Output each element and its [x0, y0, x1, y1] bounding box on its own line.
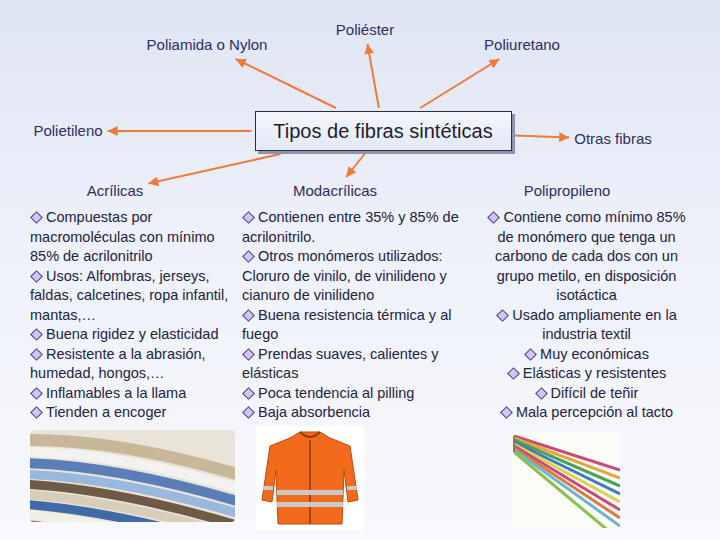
- bullet-mark: [535, 387, 548, 400]
- bullet-mark: [30, 387, 43, 400]
- bullet-mark: [242, 211, 255, 224]
- bullet-item: Resistente a la abrasión, humedad, hongo…: [30, 345, 240, 384]
- yarn-picture: [30, 430, 235, 522]
- arrow-connector: [148, 154, 280, 184]
- fiber-name: Poliuretano: [484, 36, 560, 54]
- arrow-connector: [346, 154, 364, 177]
- bullet-mark: [242, 250, 255, 263]
- bullet-mark: [30, 348, 43, 361]
- bullet-item: Usos: Alfombras, jerseys, faldas, calcet…: [30, 267, 240, 326]
- bullet-mark: [30, 406, 43, 419]
- bullet-mark: [496, 309, 509, 322]
- bullet-item: Buena rigidez y elasticidad: [30, 325, 240, 345]
- fiber-name: Polietileno: [33, 122, 102, 140]
- fiber-label: Polietileno: [33, 122, 102, 140]
- arrow-connector: [515, 136, 570, 138]
- bullet-text: Otros monómeros utilizados: Cloruro de v…: [242, 248, 447, 303]
- fiber-name: Polipropileno: [524, 182, 611, 200]
- bullet-item: Mala percepción al tacto: [483, 403, 690, 423]
- bullet-text: Elásticas y resistentes: [523, 365, 666, 381]
- spacer: [30, 204, 240, 208]
- bullet-text: Muy económicas: [540, 346, 649, 362]
- title-text: Tipos de fibras sintéticas: [273, 119, 492, 143]
- hammock-picture: [512, 432, 620, 528]
- bullet-item: Buena resistencia térmica y al fuego: [242, 306, 474, 345]
- arrow-connector: [420, 59, 499, 108]
- bullet-item: Otros monómeros utilizados: Cloruro de v…: [242, 247, 474, 306]
- fiber-label: Poliamida o Nylon: [147, 36, 268, 54]
- fiber-name: Poliéster: [336, 21, 394, 39]
- bullet-item: Usado ampliamente en la industria textil: [483, 306, 690, 345]
- bullet-text: Compuestas por macromoléculas con mínimo…: [30, 209, 215, 264]
- bullet-text: Buena rigidez y elasticidad: [46, 326, 219, 342]
- heading-row: Polipropileno: [483, 182, 690, 204]
- arrow-connector: [236, 59, 336, 108]
- bullet-item: Elásticas y resistentes: [483, 364, 690, 384]
- jacket-picture: [256, 426, 364, 530]
- bullet-mark: [30, 211, 43, 224]
- fiber-name: Poliamida o Nylon: [147, 36, 268, 54]
- fiber-card: AcrílicasCompuestas por macromoléculas c…: [30, 182, 240, 423]
- title-box: Tipos de fibras sintéticas: [255, 111, 512, 151]
- bullet-mark: [500, 406, 513, 419]
- fiber-label: Otras fibras: [574, 130, 652, 148]
- bullet-text: Baja absorbencia: [258, 404, 370, 420]
- bullet-mark: [242, 387, 255, 400]
- fiber-name: Otras fibras: [574, 130, 652, 148]
- spacer: [242, 204, 474, 208]
- bullet-mark: [242, 348, 255, 361]
- fiber-name: Modacrílicas: [293, 182, 377, 200]
- bullet-mark: [30, 270, 43, 283]
- bullet-text: Resistente a la abrasión, humedad, hongo…: [30, 346, 206, 382]
- bullet-text: Inflamables a la llama: [46, 385, 186, 401]
- bullet-text: Usos: Alfombras, jerseys, faldas, calcet…: [30, 268, 228, 323]
- bullet-text: Contiene como mínimo 85% de monómero que…: [495, 209, 686, 303]
- arrow-connector: [367, 44, 378, 108]
- bullet-item: Compuestas por macromoléculas con mínimo…: [30, 208, 240, 267]
- spacer: [483, 204, 690, 208]
- heading-row: Acrílicas: [30, 182, 240, 204]
- fiber-name: Acrílicas: [87, 182, 144, 200]
- bullet-text: Difícil de teñir: [551, 385, 639, 401]
- heading-row: Modacrílicas: [242, 182, 474, 204]
- fiber-label: Poliéster: [336, 21, 394, 39]
- bullet-text: Mala percepción al tacto: [516, 404, 673, 420]
- bullet-item: Contienen entre 35% y 85% de acrilonitri…: [242, 208, 474, 247]
- bullet-item: Inflamables a la llama: [30, 384, 240, 404]
- bullet-text: Contienen entre 35% y 85% de acrilonitri…: [242, 209, 459, 245]
- bullet-item: Contiene como mínimo 85% de monómero que…: [483, 208, 690, 306]
- bullet-item: Muy económicas: [483, 345, 690, 365]
- bullet-item: Poca tendencia al pilling: [242, 384, 474, 404]
- bullet-text: Usado ampliamente en la industria textil: [512, 307, 676, 343]
- bullet-item: Difícil de teñir: [483, 384, 690, 404]
- fiber-card: ModacrílicasContienen entre 35% y 85% de…: [242, 182, 474, 423]
- fiber-label: Poliuretano: [484, 36, 560, 54]
- bullet-text: Prendas suaves, calientes y elásticas: [242, 346, 439, 382]
- bullet-text: Tienden a encoger: [46, 404, 166, 420]
- bullet-text: Buena resistencia térmica y al fuego: [242, 307, 451, 343]
- bullet-mark: [30, 328, 43, 341]
- bullet-text: Poca tendencia al pilling: [258, 385, 414, 401]
- bullet-mark: [507, 367, 520, 380]
- fiber-card: PolipropilenoContiene como mínimo 85% de…: [483, 182, 690, 423]
- arrow-connector: [108, 130, 252, 132]
- bullet-item: Tienden a encoger: [30, 403, 240, 423]
- bullet-mark: [524, 348, 537, 361]
- bullet-item: Baja absorbencia: [242, 403, 474, 423]
- bullet-mark: [242, 406, 255, 419]
- bullet-mark: [488, 211, 501, 224]
- bullet-item: Prendas suaves, calientes y elásticas: [242, 345, 474, 384]
- bullet-mark: [242, 309, 255, 322]
